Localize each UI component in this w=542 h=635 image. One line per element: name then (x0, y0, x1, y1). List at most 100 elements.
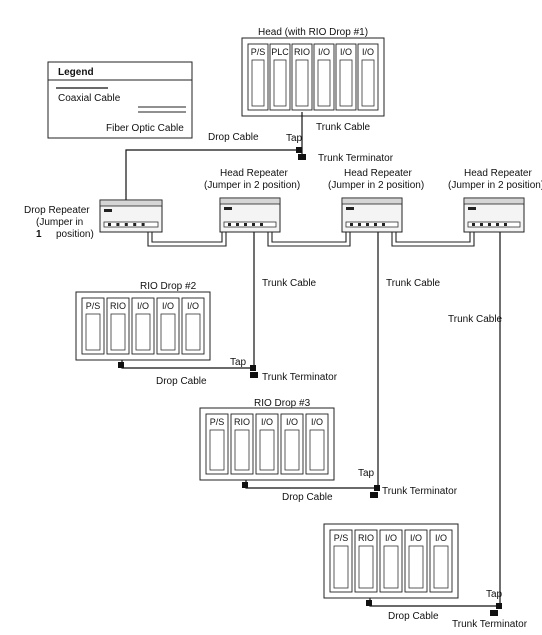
fiber-link-1a (147, 232, 227, 247)
head-repeater-3-port (496, 223, 499, 226)
drop-cable-label-drop4: Drop Cable (388, 611, 439, 622)
trunk-terminator-label-drop4: Trunk Terminator (452, 619, 528, 630)
head-repeater-2-port (358, 223, 361, 226)
drop3-rack-title: RIO Drop #3 (254, 398, 311, 409)
head-rack-slot-label: I/O (340, 47, 352, 57)
head-repeater-1-port (244, 223, 247, 226)
drop3-rack-slot-label: I/O (311, 417, 323, 427)
head-repeater-3-port (472, 223, 475, 226)
fiber-links (147, 232, 475, 247)
drop4-rack-slot-panel (408, 545, 424, 589)
tap-label-drop3: Tap (358, 468, 375, 479)
head-repeater-3-led (468, 207, 476, 210)
drop3-rack-slot-label: P/S (210, 417, 225, 427)
head-repeater-3-port-strip (467, 221, 521, 228)
head-drop-cable (125, 149, 298, 200)
fiber-link-2b (271, 232, 347, 243)
drop3-rack-slot-panel (309, 429, 325, 471)
drop4-rack-slot-panel (433, 545, 449, 589)
drop2-rack-slot-panel (135, 313, 151, 351)
drop-repeater-port (133, 223, 137, 226)
drop2-drop-end-marker (118, 362, 124, 368)
drop2-rack-slot-label: I/O (187, 301, 199, 311)
head-repeater-1-port (236, 223, 239, 226)
drop3-rack-slot-panel (234, 429, 250, 471)
head-rack-slot-panel (339, 59, 353, 107)
head-rack-title: Head (with RIO Drop #1) (258, 27, 368, 38)
drop2-rack-slot-label: I/O (137, 301, 149, 311)
head-repeater-2-port (382, 223, 385, 226)
drop-repeater (99, 199, 163, 233)
head-rack-slot-label: I/O (362, 47, 374, 57)
legend-box (47, 61, 193, 139)
legend-coax-label: Coaxial Cable (58, 93, 121, 104)
head-repeater-2-port (350, 223, 353, 226)
head-repeater-1-port-strip (223, 221, 277, 228)
drop4-drop-end-marker (366, 600, 372, 606)
trunk-terminator-label-head: Trunk Terminator (318, 153, 394, 164)
legend: Legend Coaxial Cable Fiber Optic Cable (47, 61, 193, 139)
drop3-rack-slot-label: RIO (234, 417, 250, 427)
drop-repeater-port (116, 223, 120, 226)
drop-repeater-line3-rest: position) (56, 229, 94, 240)
head-repeater-label-2: Head Repeater (Jumper in 2 position) (328, 168, 424, 191)
tap-label-head: Tap (286, 133, 303, 144)
drop2-rack-title: RIO Drop #2 (140, 281, 197, 292)
drop-repeater-port (124, 223, 128, 226)
head-rack-slot-panel (251, 59, 265, 107)
drop-repeater-line1: Drop Repeater (24, 205, 90, 216)
drop-cable-label-drop3: Drop Cable (282, 492, 333, 503)
tap-label-drop4: Tap (486, 589, 503, 600)
drop2-trunk-terminator-marker (250, 372, 258, 378)
head-repeater-3-top (463, 197, 525, 205)
drop3-drop-end-marker (242, 482, 248, 488)
trunk-cable-label-4: Trunk Cable (448, 314, 503, 325)
head-repeater-2-port-strip (345, 221, 399, 228)
drop-cable-label-drop2: Drop Cable (156, 376, 207, 387)
drop2-rack-slot-label: I/O (162, 301, 174, 311)
fiber-link-3a (391, 232, 475, 247)
head-rack-slot-label: P/S (251, 47, 266, 57)
trunk-cable-label-head: Trunk Cable (316, 122, 371, 133)
drop4-rack-slot-panel (383, 545, 399, 589)
head-repeater-2-port (374, 223, 377, 226)
drop3-tap-marker (374, 485, 380, 491)
drop-repeater-top (99, 199, 163, 207)
drop4-trunk-terminator-marker (490, 610, 498, 616)
head-repeater-3-port (480, 223, 483, 226)
terminators (118, 147, 502, 616)
drop3-trunk-terminator-marker (370, 492, 378, 498)
head-rack-slot-panel (273, 59, 287, 107)
head-repeater-3-port (488, 223, 491, 226)
drop4-rack-slot-label: RIO (358, 533, 374, 543)
trunk-cable-label-2: Trunk Cable (262, 278, 317, 289)
head-repeater-1-line1: Head Repeater (220, 168, 288, 179)
drop-repeater-label: Drop Repeater (Jumper in 1 position) (24, 205, 94, 240)
head-repeater-1-port (252, 223, 255, 226)
tap-label-drop2: Tap (230, 357, 247, 368)
head-trunk-terminator-marker (298, 154, 306, 160)
drop-repeater-line2: (Jumper in (36, 217, 83, 228)
head-rack-slot-panel (295, 59, 309, 107)
fiber-link-3b (395, 232, 471, 243)
drop4-rack-slot-label: P/S (334, 533, 349, 543)
drop4-rack-slot-label: I/O (410, 533, 422, 543)
drop-repeater-led (104, 209, 112, 212)
head-repeater-3-port (504, 223, 507, 226)
drop-repeater-port (141, 223, 145, 226)
head-repeater-label-1: Head Repeater (Jumper in 2 position) (204, 168, 300, 191)
head-rack-slot-label: PLC (271, 47, 289, 57)
drop-repeater-port-strip (103, 221, 159, 228)
trunk-terminator-label-drop2: Trunk Terminator (262, 372, 338, 383)
head-repeater-2-port (366, 223, 369, 226)
drop4-tap-marker (496, 603, 502, 609)
drop3-rack: P/S RIO I/O I/O I/O (199, 407, 335, 481)
head-repeater-1-port (228, 223, 231, 226)
head-rack-slot-label: RIO (294, 47, 310, 57)
head-rack-slot-panel (361, 59, 375, 107)
head-repeater-2-led (346, 207, 354, 210)
drop3-rack-slot-label: I/O (286, 417, 298, 427)
drop3-rack-slot-panel (259, 429, 275, 471)
head-repeater-1-top (219, 197, 281, 205)
drop3-rack-slot-label: I/O (261, 417, 273, 427)
